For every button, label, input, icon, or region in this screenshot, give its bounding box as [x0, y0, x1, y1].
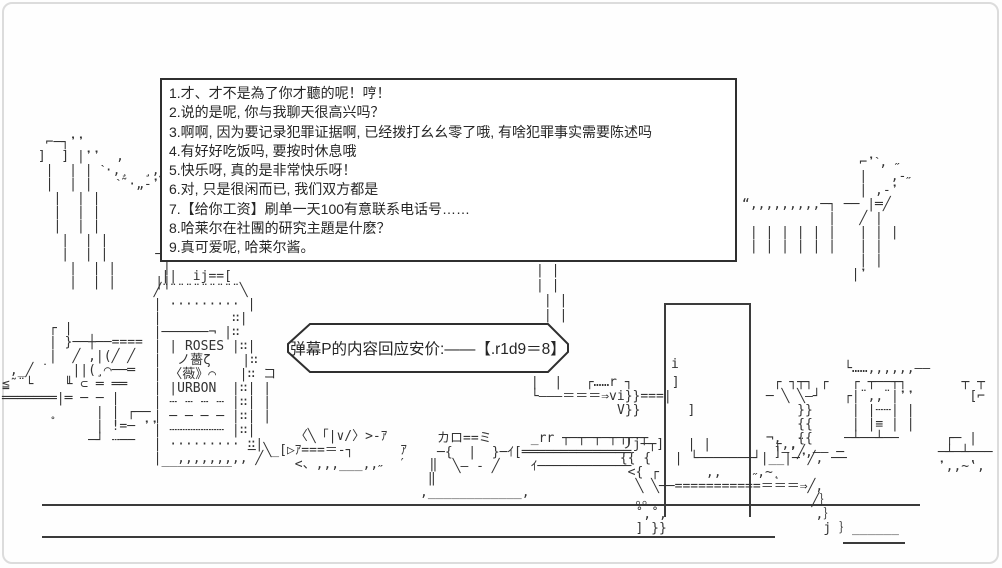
ground-line-upper	[42, 504, 920, 506]
option-item-6: 6.对, 只是很闲而已, 我们双方都是	[169, 181, 379, 198]
ascii-rose-bourbon-bottle-art: || ij==[ ╱¨¨¨¨¨¨¨¨¨¨╲ | ········· | | ∷|…	[153, 269, 277, 480]
ascii-right-structures-art: └……‚‚‚‚‚‚—— ┌ ┐┬┐ ┌ ┌ ┬──┬┐ ┬ ┬ ─ ╲ ╲—┘ …	[765, 361, 985, 460]
speech-bubble: 弹幕P的内容回应安价:——【.r1d9＝8】	[286, 322, 570, 374]
option-item-7: 7.【给你工资】刷单一天100有意联系电话号……	[169, 200, 471, 217]
speech-bubble-tail-art: | | | | | | | |	[536, 263, 568, 323]
speech-bubble-outline	[287, 323, 569, 373]
ascii-legs-arrow-art: リj─┬] | | ┌‚‚¨ {{ { | └───────┘|__|─❜╱‚ …	[619, 437, 899, 536]
option-item-5: 5.快乐呀, 真的是非常快乐呀！	[169, 162, 357, 179]
sign-pillar-mark: i	[671, 357, 679, 372]
ascii-far-right-art: ┌─ | ─┴─┴─── ❜‚‚~‛‚ ‚	[937, 431, 1002, 474]
sign-pillar-rectangle: i	[664, 303, 751, 517]
ascii-bottom-left-art: 〈╲「|∨/〉>-ｱ ─ ╲_[▷ｱ===＝‐┐ ｱ <、‚‚‚___‚‚˶ ′…	[247, 429, 530, 500]
option-item-3: 3.啊啊, 因为要记录犯罪证据啊, 已经拨打幺幺零了哦, 有啥犯罪事实需要陈述吗	[169, 123, 653, 140]
option-item-4: 4.有好好吃饭吗, 要按时休息哦	[169, 142, 357, 159]
option-item-8: 8.哈莱尔在社團的研究主題是什麽？	[169, 220, 391, 237]
ascii-mid-scene-art: | | ┌……r ┐ ] └———＝＝＝⇒vi}}===| V}} ] カロ==…	[437, 375, 696, 474]
options-list-box: 1.才、才不是為了你才聽的呢！哼！ 2.说的是呢, 你与我聊天很高兴吗？ 3.啊…	[160, 78, 737, 262]
ascii-right-wires-art: ⌐❜ˋ‚ ˶ | ‚-˶ | ‚-❜ “‚‚‚‚‚‚‚‚‚─┐ ── |═╱ |…	[742, 155, 911, 282]
ascii-left-rails-art: ┌ | | }──┼──==== | ╱ ‚|(╱ ╱ ‚_╱ ˙ ||(¸⌒─…	[2, 321, 159, 448]
ground-line-lower	[42, 536, 775, 538]
ground-line-lower-right	[843, 542, 905, 544]
speech-bubble-text: 弹幕P的内容回应安价:——【.r1d9＝8】	[290, 341, 566, 358]
option-item-1: 1.才、才不是為了你才聽的呢！哼！	[169, 85, 391, 101]
option-item-9: 9.真可爱呢, 哈莱尔酱。	[169, 239, 315, 256]
option-item-2: 2.说的是呢, 你与我聊天很高兴吗？	[169, 104, 385, 121]
